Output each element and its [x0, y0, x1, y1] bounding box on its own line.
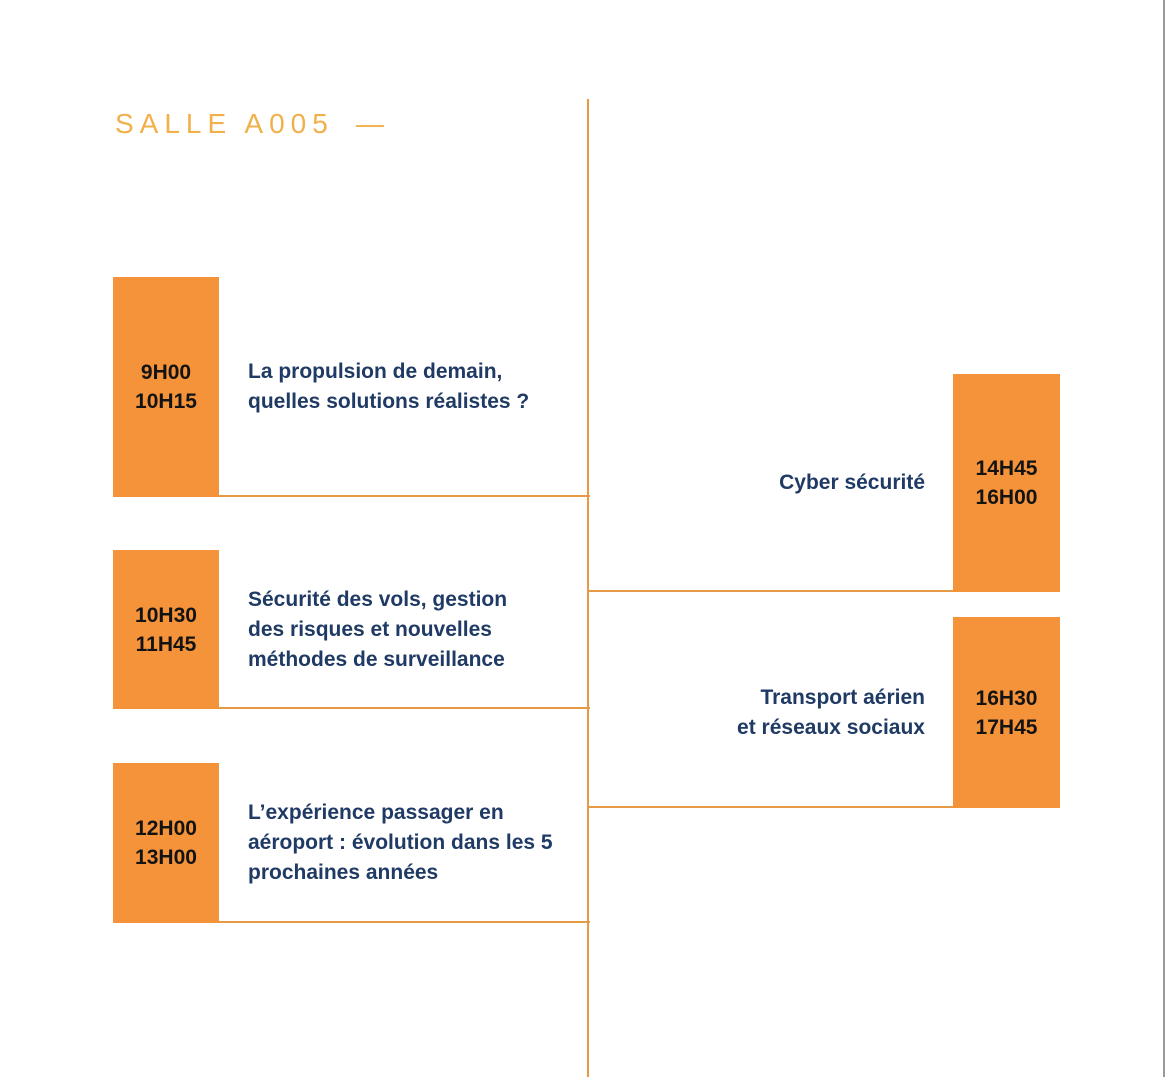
time-box: 14H45 16H00 — [953, 374, 1060, 592]
session-block-cyber-securite: 14H45 16H00 Cyber sécurité — [588, 374, 1060, 592]
time-box: 10H30 11H45 — [113, 550, 219, 709]
time-end: 17H45 — [975, 715, 1038, 739]
divider-line — [219, 495, 590, 497]
time-start: 12H00 — [135, 817, 197, 840]
time-start: 14H45 — [975, 457, 1038, 480]
time-end: 16H00 — [975, 486, 1038, 509]
session-block-transport-aerien: 16H30 17H45 Transport aérien et réseaux … — [588, 617, 1060, 808]
room-title: SALLE A005 — — [115, 108, 384, 140]
divider-line — [588, 590, 1060, 592]
session-title-line: et réseaux sociaux — [737, 715, 925, 739]
session-title: Cyber sécurité — [588, 374, 925, 592]
session-title-line: aéroport : évolution dans les 5 — [248, 831, 553, 854]
time-box: 9H00 10H15 — [113, 277, 219, 497]
session-title: Transport aérien et réseaux sociaux — [588, 617, 925, 808]
time-start: 16H30 — [975, 686, 1038, 710]
time-start: 9H00 — [140, 361, 192, 384]
session-title: L’expérience passager en aéroport : évol… — [248, 763, 588, 923]
session-block-propulsion: 9H00 10H15 La propulsion de demain, quel… — [113, 277, 590, 497]
session-title-line: Cyber sécurité — [779, 471, 925, 494]
session-title: La propulsion de demain, quelles solutio… — [248, 277, 588, 497]
time-end: 13H00 — [135, 846, 197, 869]
session-block-experience-passager: 12H00 13H00 L’expérience passager en aér… — [113, 763, 590, 923]
session-title-line: L’expérience passager en — [248, 801, 504, 824]
page-edge-line — [1163, 0, 1165, 1077]
session-title-line: La propulsion de demain, — [248, 360, 503, 383]
session-title-line: prochaines années — [248, 861, 439, 884]
time-end: 11H45 — [135, 632, 197, 656]
divider-line — [588, 806, 1060, 808]
session-title: Sécurité des vols, gestion des risques e… — [248, 550, 588, 709]
session-title-line: Sécurité des vols, gestion — [248, 587, 508, 611]
divider-line — [219, 707, 590, 709]
session-title-line: Transport aérien — [760, 685, 925, 709]
timeline-vertical-line — [587, 99, 589, 1077]
session-title-line: méthodes de surveillance — [248, 647, 505, 671]
time-end: 10H15 — [135, 390, 197, 413]
time-box: 16H30 17H45 — [953, 617, 1060, 808]
title-dash: — — [355, 108, 384, 139]
time-box: 12H00 13H00 — [113, 763, 219, 923]
session-title-line: quelles solutions réalistes ? — [248, 390, 530, 413]
time-start: 10H30 — [135, 603, 197, 627]
session-title-line: des risques et nouvelles — [248, 617, 492, 641]
room-title-text: SALLE A005 — [115, 108, 334, 139]
session-block-securite-vols: 10H30 11H45 Sécurité des vols, gestion d… — [113, 550, 590, 709]
divider-line — [219, 921, 590, 923]
